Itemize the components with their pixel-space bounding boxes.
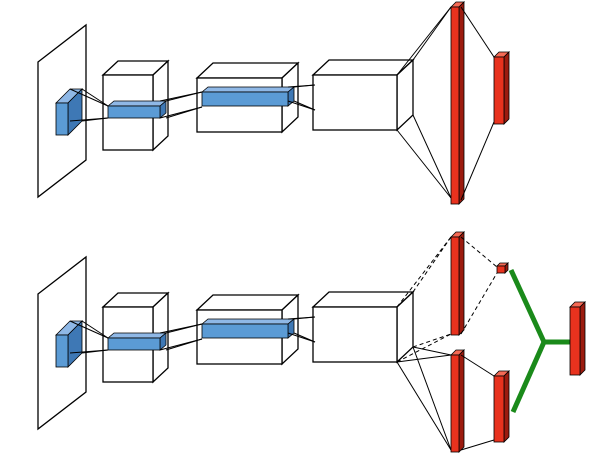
conv-block-3 — [311, 58, 415, 132]
merged-output — [569, 301, 586, 376]
kernel-projection-3 — [287, 316, 316, 343]
fc-line — [460, 439, 495, 451]
dashed-line — [396, 236, 452, 308]
fc-connection-lines — [396, 6, 452, 199]
projection-line — [81, 117, 109, 122]
conv2-kernel-front — [201, 91, 289, 107]
conv1-kernel — [106, 332, 168, 351]
dashed-branch-lines — [460, 236, 498, 335]
dashed-line — [412, 236, 452, 293]
conv-block-3-top-face — [311, 59, 415, 76]
fc-line — [396, 354, 452, 363]
projection-line — [165, 106, 203, 119]
conv1-kernel-top — [106, 332, 168, 339]
projection-line — [81, 88, 109, 107]
architecture-row-top — [37, 1, 510, 205]
conv-block-2-top-face — [195, 294, 300, 311]
fc-branch-lower-side — [458, 349, 465, 453]
conv1-kernel-front — [107, 337, 161, 351]
architecture-row-bottom — [37, 231, 586, 453]
conv-block-3-front-face — [312, 74, 398, 131]
fc-line — [412, 6, 452, 61]
projection-line — [165, 91, 203, 102]
projection-line — [293, 84, 316, 88]
dashed-line — [412, 333, 452, 348]
projection-line — [69, 320, 109, 339]
projection-line — [293, 332, 316, 343]
fc-line — [412, 346, 452, 356]
fc-branch-lower — [450, 349, 465, 453]
fc-line — [412, 346, 452, 451]
solid-branch-lines — [460, 354, 495, 451]
conv2-kernel-top — [200, 86, 296, 93]
fc-layer-output-front — [493, 56, 505, 125]
dashed-line — [460, 236, 498, 268]
fc-layer-large-front — [450, 6, 460, 205]
merge-tree — [508, 268, 572, 414]
fc-layer-large — [450, 1, 465, 205]
conv2-kernel-front — [201, 323, 289, 339]
fc-branch-lower-output-side — [503, 370, 510, 443]
kernel-projection-2 — [159, 91, 203, 119]
input-kernel-front — [55, 334, 69, 368]
fc-output-lines — [460, 6, 495, 201]
fc-line — [396, 6, 452, 76]
conv1-kernel-front — [107, 105, 161, 119]
conv2-kernel — [200, 86, 296, 107]
fc-layer-output — [493, 51, 510, 125]
input-kernel-front — [55, 102, 69, 136]
conv2-kernel — [200, 318, 296, 339]
input-kernel — [55, 320, 83, 368]
kernel-projection-2 — [159, 323, 203, 351]
fc-line — [412, 114, 452, 199]
solid-connection-lines — [396, 346, 452, 451]
conv-block-3-top-face — [311, 291, 415, 308]
fc-branch-lower-output — [493, 370, 510, 443]
dashed-connection-lines — [396, 236, 452, 363]
fc-line — [396, 361, 452, 451]
fc-line — [460, 121, 495, 201]
fc-layer-output-side — [503, 51, 510, 125]
conv-block-2-top-face — [195, 62, 300, 79]
merge-edge — [508, 268, 547, 344]
conv-block-3-front-face — [312, 306, 398, 363]
fc-line — [396, 129, 452, 199]
conv-block-3 — [311, 290, 415, 364]
fc-branch-upper-output — [496, 262, 509, 274]
fc-branch-upper-output-front — [496, 265, 506, 274]
fc-branch-lower-front — [450, 354, 460, 453]
projection-line — [165, 323, 203, 334]
projection-line — [293, 316, 316, 320]
merged-output-front — [569, 306, 581, 376]
projection-line — [69, 88, 109, 107]
merged-output-side — [579, 301, 586, 376]
kernel-projection-1 — [69, 320, 109, 354]
projection-line — [81, 349, 109, 354]
fc-branch-upper — [450, 231, 465, 336]
projection-line — [293, 100, 316, 111]
dashed-line — [460, 272, 498, 335]
fc-branch-lower-output-front — [493, 375, 505, 443]
merge-edge — [510, 340, 547, 414]
fc-layer-large-side — [458, 1, 465, 205]
conv1-kernel-top — [106, 100, 168, 107]
conv2-kernel-top — [200, 318, 296, 325]
fc-line — [460, 6, 495, 58]
fc-line — [460, 354, 495, 377]
fc-branch-upper-side — [458, 231, 465, 336]
kernel-projection-3 — [287, 84, 316, 111]
projection-line — [165, 338, 203, 351]
projection-line — [81, 320, 109, 339]
fc-branch-upper-front — [450, 236, 460, 336]
dashed-line — [396, 333, 452, 363]
input-kernel — [55, 88, 83, 136]
kernel-projection-1 — [69, 88, 109, 122]
conv1-kernel — [106, 100, 168, 119]
